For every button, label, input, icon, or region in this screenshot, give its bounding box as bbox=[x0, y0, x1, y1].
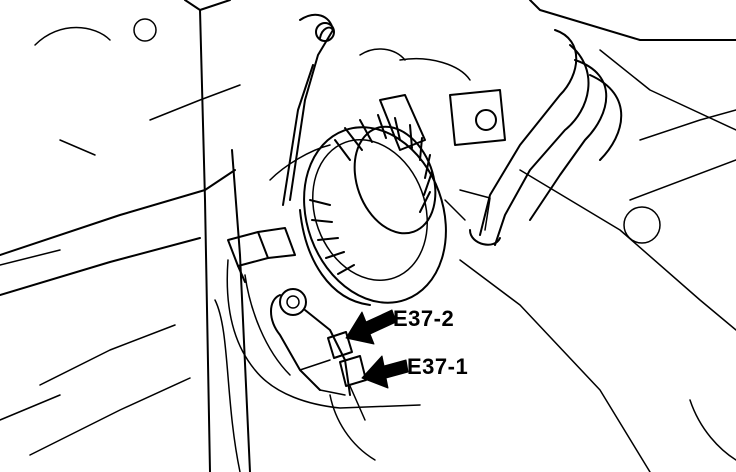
right-tubes bbox=[444, 29, 623, 246]
callout-arrow-icon bbox=[345, 309, 409, 389]
arrow-e37-1 bbox=[361, 355, 409, 389]
alternator-body bbox=[269, 114, 447, 306]
center-frame bbox=[184, 0, 251, 472]
right-panel bbox=[459, 0, 736, 472]
callout-label-e37-2: E37-2 bbox=[393, 306, 455, 331]
callout-label-e37-1: E37-1 bbox=[407, 354, 469, 379]
alternator-connector bbox=[226, 227, 421, 409]
b-terminal bbox=[270, 288, 376, 461]
arrow-e37-2 bbox=[345, 309, 397, 345]
upper-bracket bbox=[359, 48, 506, 151]
left-chassis-rail bbox=[0, 18, 241, 456]
upper-hose bbox=[282, 13, 335, 206]
